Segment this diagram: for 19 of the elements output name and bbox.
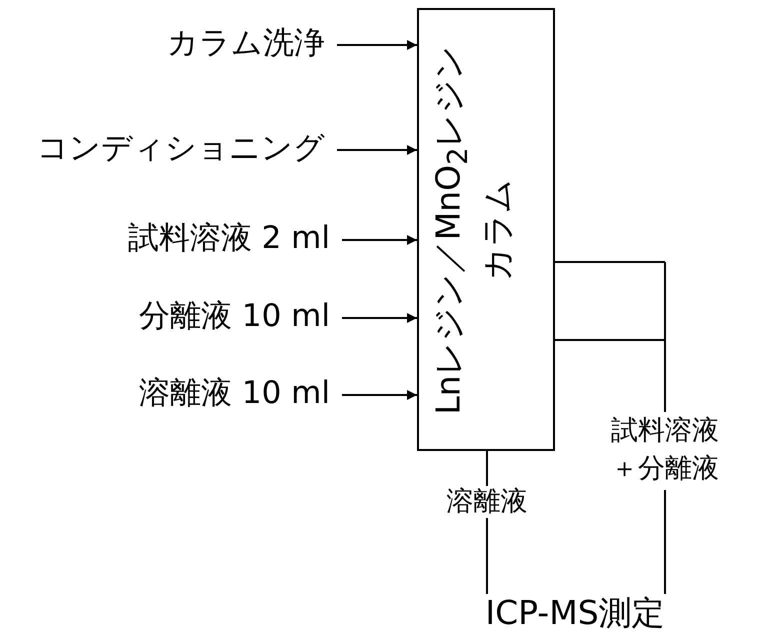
connector-line <box>554 261 666 413</box>
column-box <box>417 8 555 451</box>
step-label: カラム洗浄 <box>167 26 325 62</box>
column-label: カラム <box>478 178 516 280</box>
connector-line <box>486 518 488 594</box>
step-label: 試料溶液 2 ml <box>128 221 330 258</box>
connector-line <box>664 490 666 594</box>
fraction-label: 溶離液 <box>446 486 528 518</box>
fraction-label: 試料溶液＋分離液 <box>610 414 720 486</box>
arrow <box>337 145 417 155</box>
measurement-label: ICP-MS測定 <box>485 594 665 632</box>
arrow <box>342 313 417 323</box>
arrow <box>342 390 417 400</box>
arrow <box>342 235 417 245</box>
step-label: コンディショニング <box>37 131 325 168</box>
step-label: 分離液 10 ml <box>139 299 330 336</box>
step-label: 溶離液 10 ml <box>139 376 330 412</box>
connector-line <box>486 451 488 486</box>
arrow <box>337 40 417 50</box>
